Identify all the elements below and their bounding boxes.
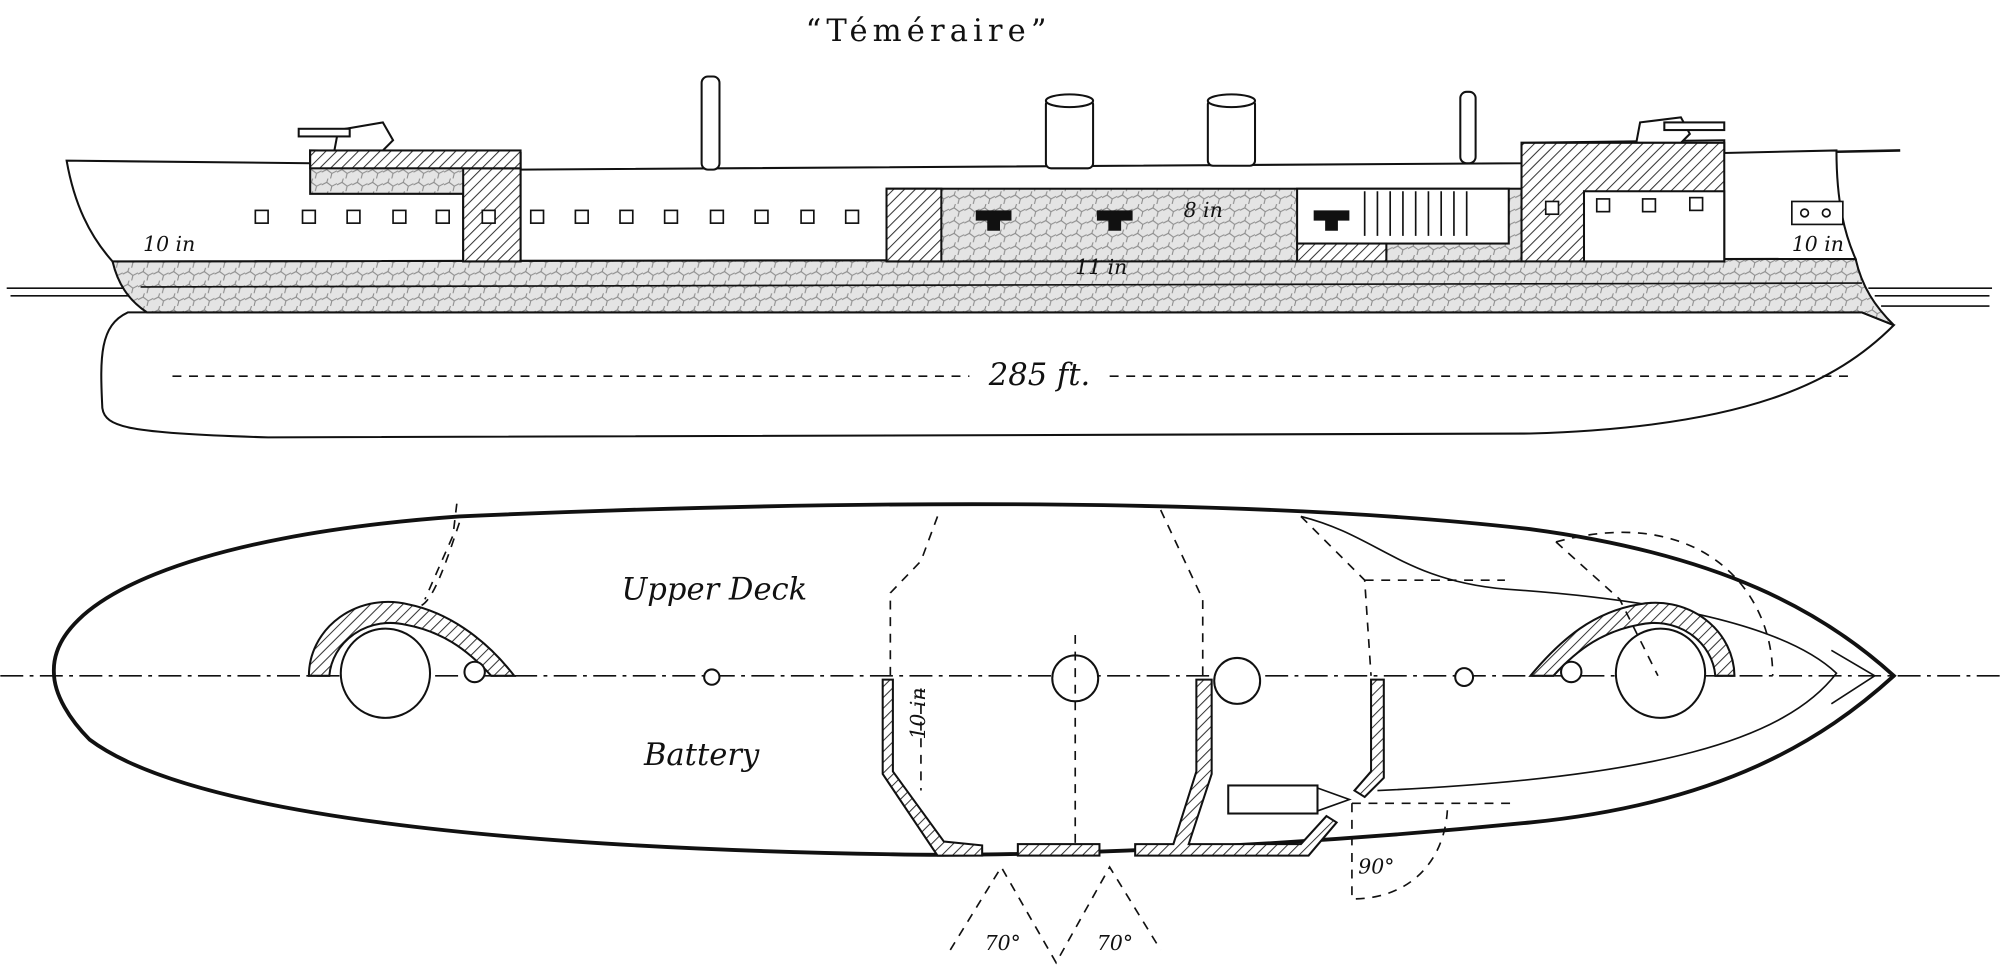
funnel <box>1206 98 1257 167</box>
side-elevation: 285 ft. <box>6 75 1993 439</box>
barbette-gun-forward <box>1635 116 1726 144</box>
fire-arc-label-aft: 70° <box>985 931 1021 955</box>
deck-outline <box>51 502 1897 857</box>
mast <box>700 75 721 171</box>
portholes <box>254 196 1844 226</box>
diagram-title: “Téméraire” <box>806 14 1052 49</box>
mast <box>1459 90 1477 165</box>
arc-90-label: 90° <box>1358 854 1394 878</box>
length-label: 285 ft. <box>988 358 1090 393</box>
bulkhead-armor-label: 10 in <box>906 687 930 739</box>
upper-deck-label: Upper Deck <box>622 572 808 607</box>
armor-label-bow: 10 in <box>1792 232 1844 256</box>
barbette-gun-aft <box>297 121 395 152</box>
armor-label-battery: 8 in <box>1184 198 1223 222</box>
armor-belt <box>111 257 1895 327</box>
armor-label-aft: 10 in <box>143 232 195 256</box>
armor-label-belt: 11 in <box>1075 255 1127 279</box>
lower-hull <box>100 311 1896 439</box>
battery-label: Battery <box>643 738 760 773</box>
fire-arc-label-forward: 70° <box>1097 931 1133 955</box>
funnel <box>1044 98 1095 170</box>
plan-view: Upper Deck Battery 10 in 90° 70° 70° <box>0 502 2000 965</box>
